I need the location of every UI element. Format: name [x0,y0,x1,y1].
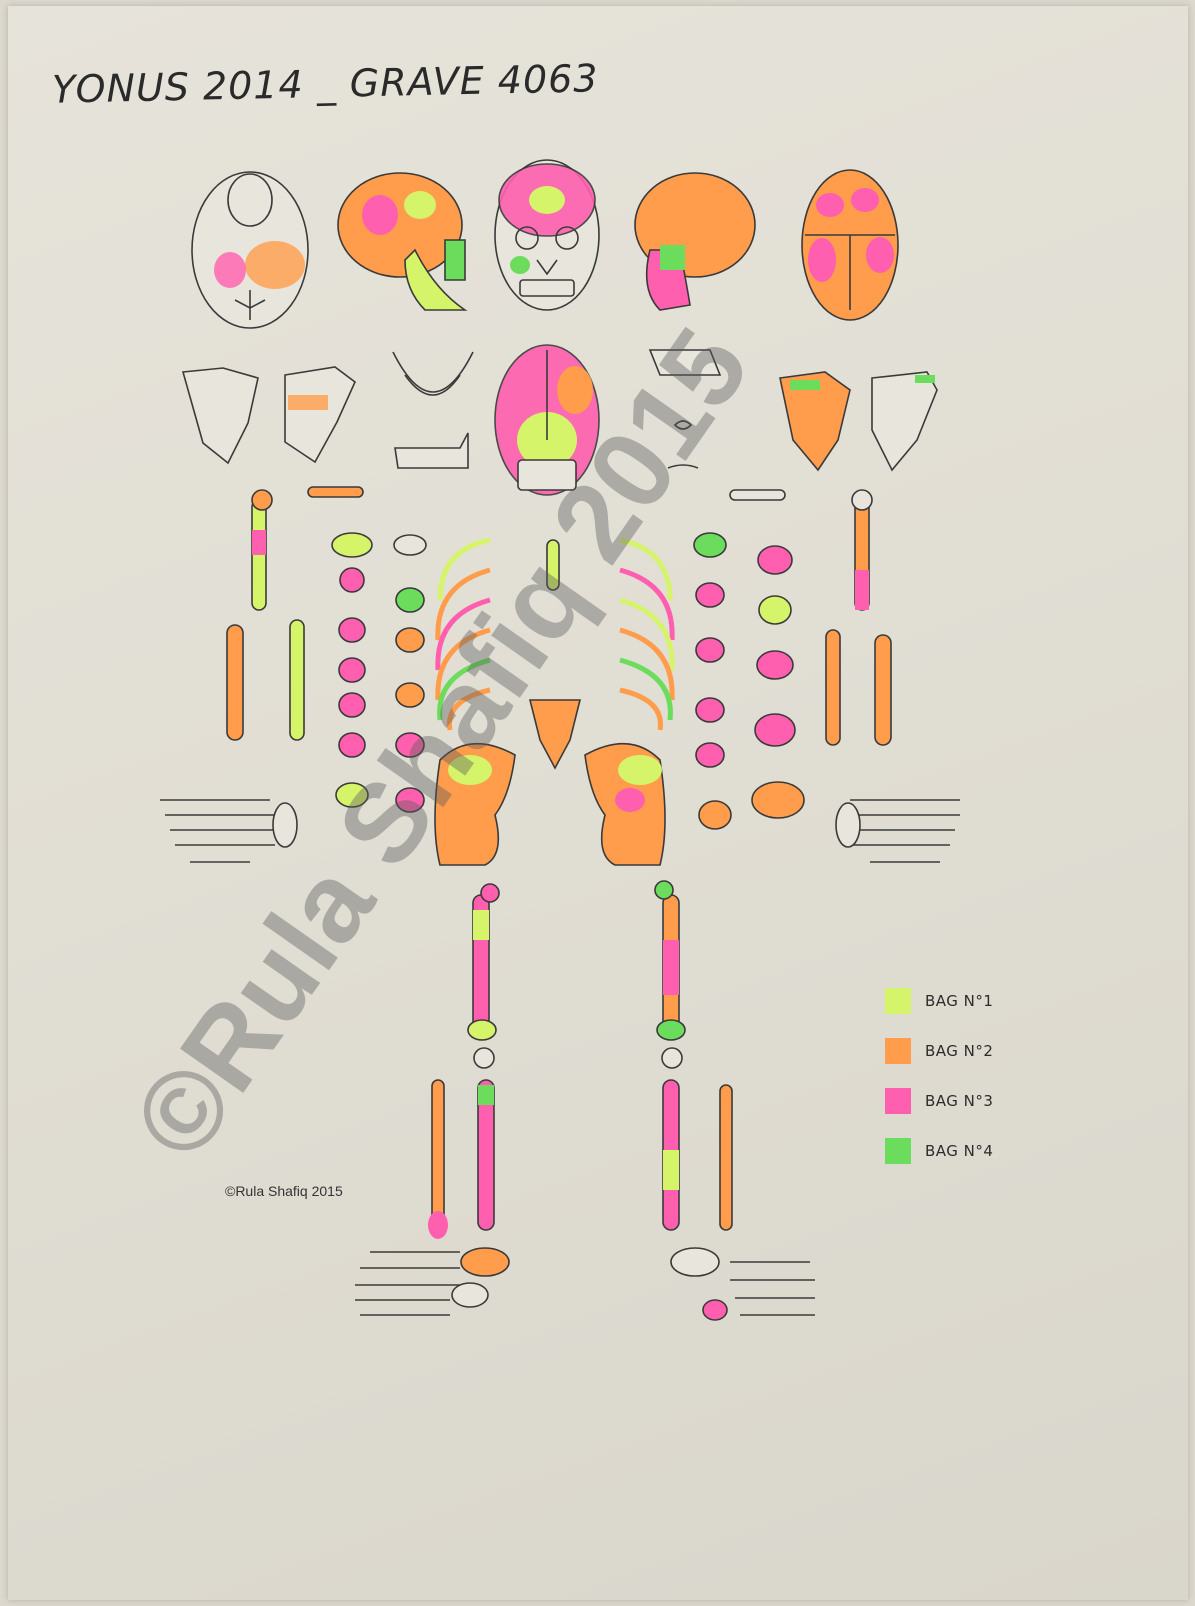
legend-item: BAG N°2 [885,1026,993,1076]
skull-anterior-view [495,160,599,310]
skull-left-lateral-view [338,173,465,310]
scapula-right-anterior [780,372,850,470]
fibula-left [432,1080,444,1230]
legend-item: BAG N°4 [885,1126,993,1176]
radius-right [875,635,891,745]
legend-label: BAG N°3 [925,1092,993,1110]
fibula-right [720,1085,732,1230]
ulna-right [826,630,840,745]
vertebrae-right-column [752,546,804,818]
scapula-right-posterior [872,372,937,470]
patella-right [662,1048,682,1068]
vertebrae-right-inner-column [694,533,731,829]
legend-swatch [885,988,911,1014]
patella-left [474,1048,494,1068]
legend-label: BAG N°4 [925,1142,993,1160]
legend-swatch [885,1088,911,1114]
femur-left [468,884,499,1040]
skull-inferior-view [192,172,308,328]
legend-label: BAG N°2 [925,1042,993,1060]
mandible-superior [393,352,473,395]
humerus-right [852,490,872,610]
legend-item: BAG N°3 [885,1076,993,1126]
copyright-label: ©Rula Shafiq 2015 [225,1183,343,1199]
foot-left [355,1248,509,1315]
pelvis-right [585,744,665,865]
skull-superior-view [802,170,898,320]
scapula-left-anterior [285,367,355,462]
legend-swatch [885,1038,911,1064]
scapula-left-posterior [183,368,258,463]
clavicle-left [308,487,363,497]
femur-right [655,881,685,1040]
clavicle-right [730,490,785,500]
bag-legend: BAG N°1 BAG N°2 BAG N°3 BAG N°4 [885,976,993,1176]
legend-swatch [885,1138,911,1164]
legend-label: BAG N°1 [925,992,993,1010]
ulna-left [290,620,304,740]
radius-left [227,625,243,740]
foot-right [671,1248,815,1320]
mandible-lateral-left [395,433,468,468]
skull-right-lateral-view [635,173,755,310]
legend-item: BAG N°1 [885,976,993,1026]
humerus-left [252,490,272,610]
hand-left [160,800,297,862]
hand-right [836,800,960,862]
